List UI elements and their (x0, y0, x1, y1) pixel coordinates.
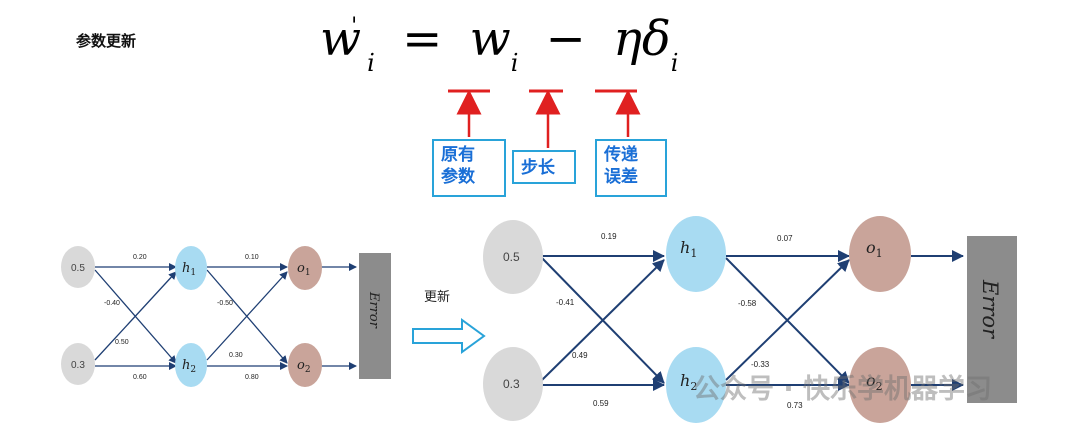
update-arrow-icon (412, 318, 486, 354)
network-before: 0.20 -0.40 0.50 0.60 0.10 -0.50 0.30 0.8… (61, 246, 391, 387)
formula-lhs-sub: i (367, 49, 375, 77)
formula-lhs-var: w (320, 11, 362, 67)
error-box (359, 253, 391, 379)
weight-label: 0.30 (229, 352, 243, 359)
box-line: 参数 (441, 167, 475, 187)
formula-prime: ' (351, 14, 358, 39)
weight-label: -0.33 (751, 360, 770, 369)
formula-rhs-var: w (469, 11, 511, 67)
formula-equals: = (402, 11, 443, 67)
output-node-label: o1 (297, 261, 311, 278)
hidden-node (666, 216, 726, 292)
output-node (288, 343, 322, 387)
weight-label: -0.40 (104, 300, 120, 307)
hidden-node-label: h2 (182, 358, 196, 375)
edge-i2-h1 (541, 259, 665, 381)
error-label: Error (978, 279, 1002, 340)
network-after: 0.19 -0.41 0.49 0.59 0.07 -0.58 -0.33 0.… (483, 216, 1017, 423)
output-node (288, 246, 322, 290)
weight-label: 0.10 (245, 254, 259, 261)
input-node-value: 0.3 (71, 360, 85, 371)
update-label: 更新 (424, 290, 451, 305)
weight-label: 0.19 (601, 232, 617, 241)
watermark: 公众号 · 快乐学机器学习 (693, 374, 993, 405)
input-node-value: 0.5 (503, 250, 520, 264)
hidden-node-label: h1 (182, 261, 196, 278)
hidden-node (175, 343, 207, 387)
error-label: Error (366, 291, 381, 329)
box-line: 原有 (441, 145, 475, 165)
input-node (61, 246, 95, 288)
edge-h2-o1 (206, 271, 288, 361)
weight-label: 0.07 (777, 234, 793, 243)
output-node-label: o2 (297, 358, 311, 375)
input-node (61, 343, 95, 385)
output-node (849, 347, 911, 423)
formula-delta-sub: i (670, 49, 679, 77)
weight-label: -0.41 (556, 298, 575, 307)
formula-minus: − (545, 11, 586, 67)
formula-rhs-sub: i (510, 49, 519, 77)
hidden-node-label: h1 (680, 238, 697, 260)
step-size-box: 步长 (512, 150, 576, 184)
weight-label: -0.58 (738, 299, 757, 308)
edge-h2-o1 (725, 259, 850, 381)
hidden-node-label: h2 (680, 371, 697, 393)
weight-label: 0.80 (245, 374, 259, 381)
weight-label: 0.49 (572, 351, 588, 360)
hidden-node (666, 347, 726, 423)
box-line: 传递 (604, 145, 638, 165)
hidden-node (175, 246, 207, 290)
weight-label: 0.50 (115, 339, 129, 346)
input-node-value: 0.3 (503, 377, 520, 391)
output-node-label: o1 (866, 238, 883, 260)
propagated-error-box: 传递 误差 (595, 139, 667, 197)
weight-label: 0.59 (593, 399, 609, 408)
output-node (849, 216, 911, 292)
original-params-box: 原有 参数 (432, 139, 506, 197)
edge-i2-h1 (94, 271, 177, 361)
input-node (483, 220, 543, 294)
input-node (483, 347, 543, 421)
box-line: 误差 (604, 167, 638, 187)
weight-label: -0.50 (217, 300, 233, 307)
update-formula: w'i = wi − ηδi (320, 14, 678, 75)
box-line: 步长 (521, 158, 555, 178)
weight-label: 0.60 (133, 374, 147, 381)
error-box (967, 236, 1017, 403)
output-node-label: o2 (866, 371, 883, 393)
page-title: 参数更新 (76, 32, 137, 50)
formula-delta: δ (641, 11, 671, 67)
input-node-value: 0.5 (71, 263, 85, 274)
weight-label: 0.73 (787, 401, 803, 410)
formula-eta: η (613, 11, 642, 67)
weight-label: 0.20 (133, 254, 147, 261)
